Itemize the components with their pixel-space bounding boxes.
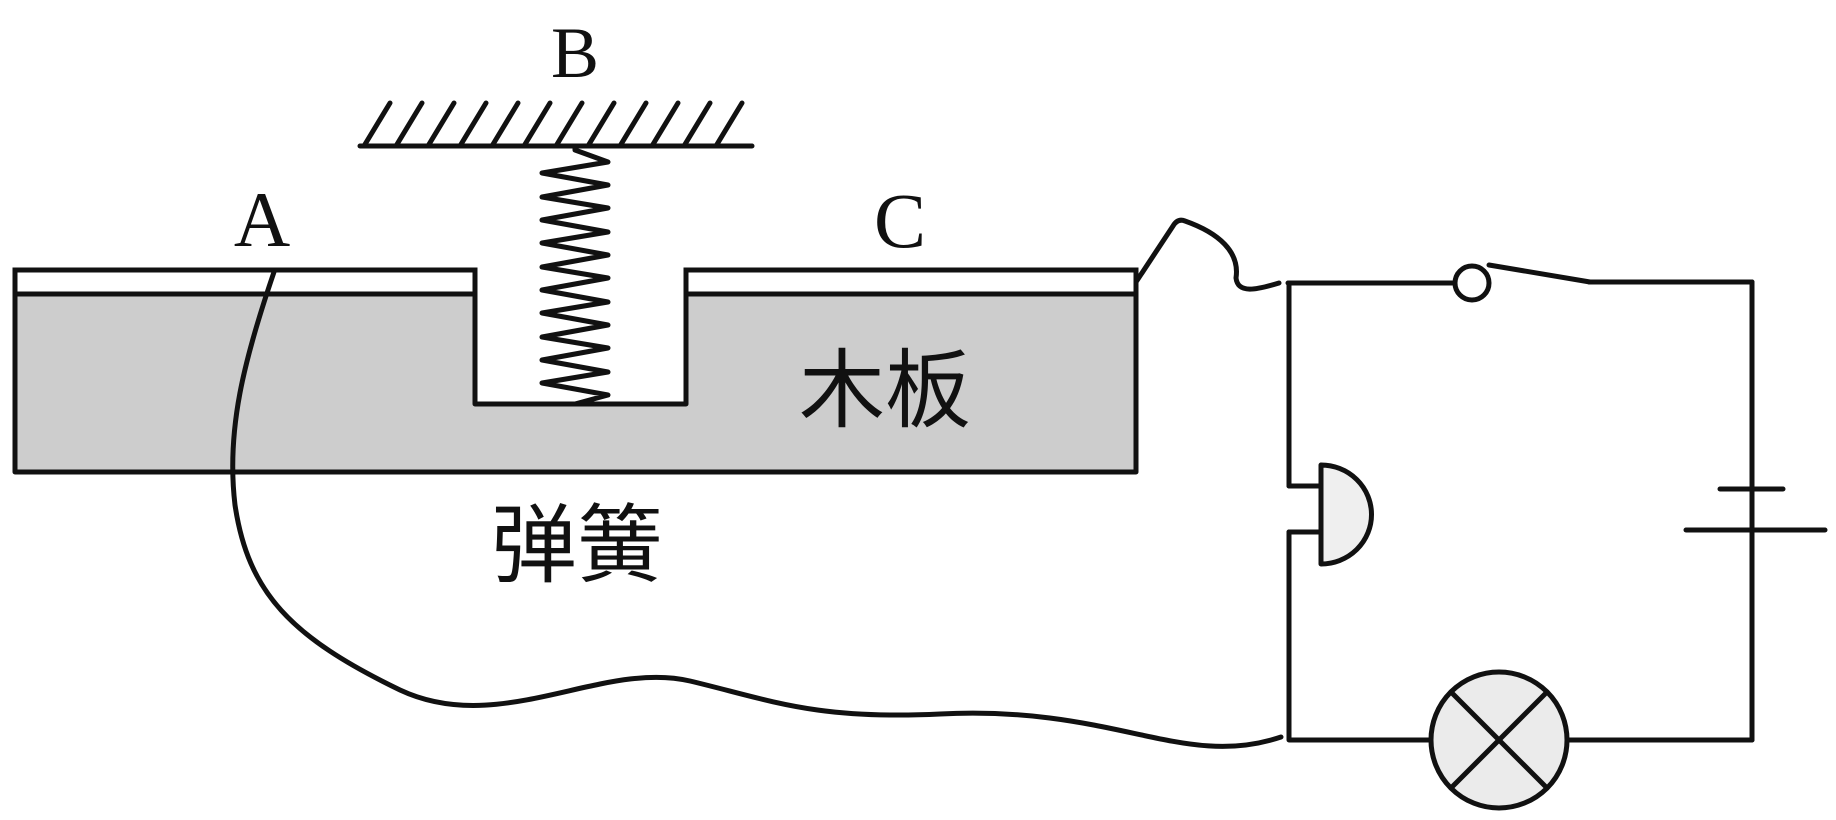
wire-from-a: [230, 269, 1284, 749]
spring: [539, 143, 611, 408]
circuit-frame: [1285, 279, 1755, 743]
battery: [1683, 279, 1828, 743]
bell: [1286, 462, 1374, 567]
switch: [1452, 262, 1593, 303]
wire-from-c: [1133, 217, 1282, 292]
ceiling-support: [357, 100, 755, 149]
lamp: [1428, 669, 1570, 811]
label-a: A: [234, 176, 290, 263]
label-c: C: [874, 177, 926, 264]
board-label: 木板: [799, 341, 971, 441]
label-b: B: [551, 13, 599, 93]
contact-strip-a: [12, 267, 478, 297]
spring-label: 弹簧: [491, 496, 663, 596]
contact-strip-c: [683, 267, 1139, 297]
